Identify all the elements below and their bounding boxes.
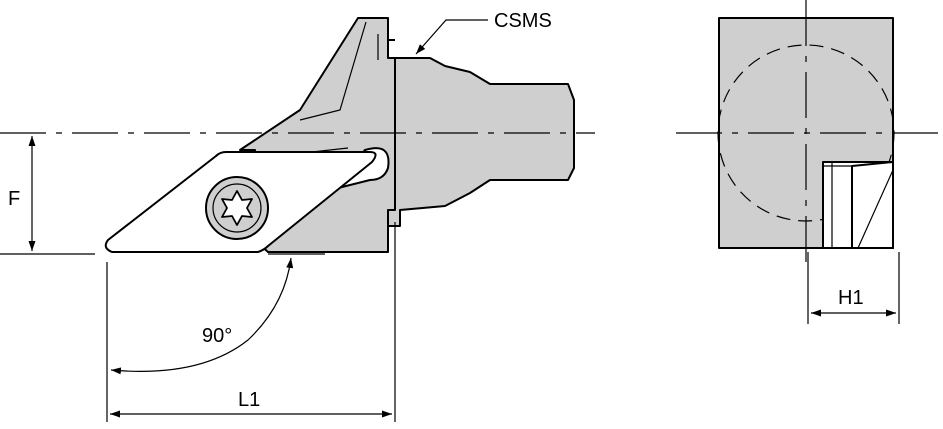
head-chamfer-line <box>299 21 367 121</box>
f-label: F <box>8 188 20 210</box>
h1-label: H1 <box>838 287 864 309</box>
insert-bevel-line <box>857 169 894 249</box>
l1-label: L1 <box>238 389 260 411</box>
angle-arc <box>110 257 294 375</box>
end-view-insert <box>851 161 894 249</box>
tool-body <box>387 57 575 227</box>
angle-label: 90° <box>202 325 232 347</box>
torx-screw-icon <box>205 176 269 240</box>
csms-label: CSMS <box>494 10 552 32</box>
csms-leader <box>415 19 488 55</box>
end-view: H1 <box>676 0 943 324</box>
side-view: F L1 90° CSMS <box>0 10 595 422</box>
